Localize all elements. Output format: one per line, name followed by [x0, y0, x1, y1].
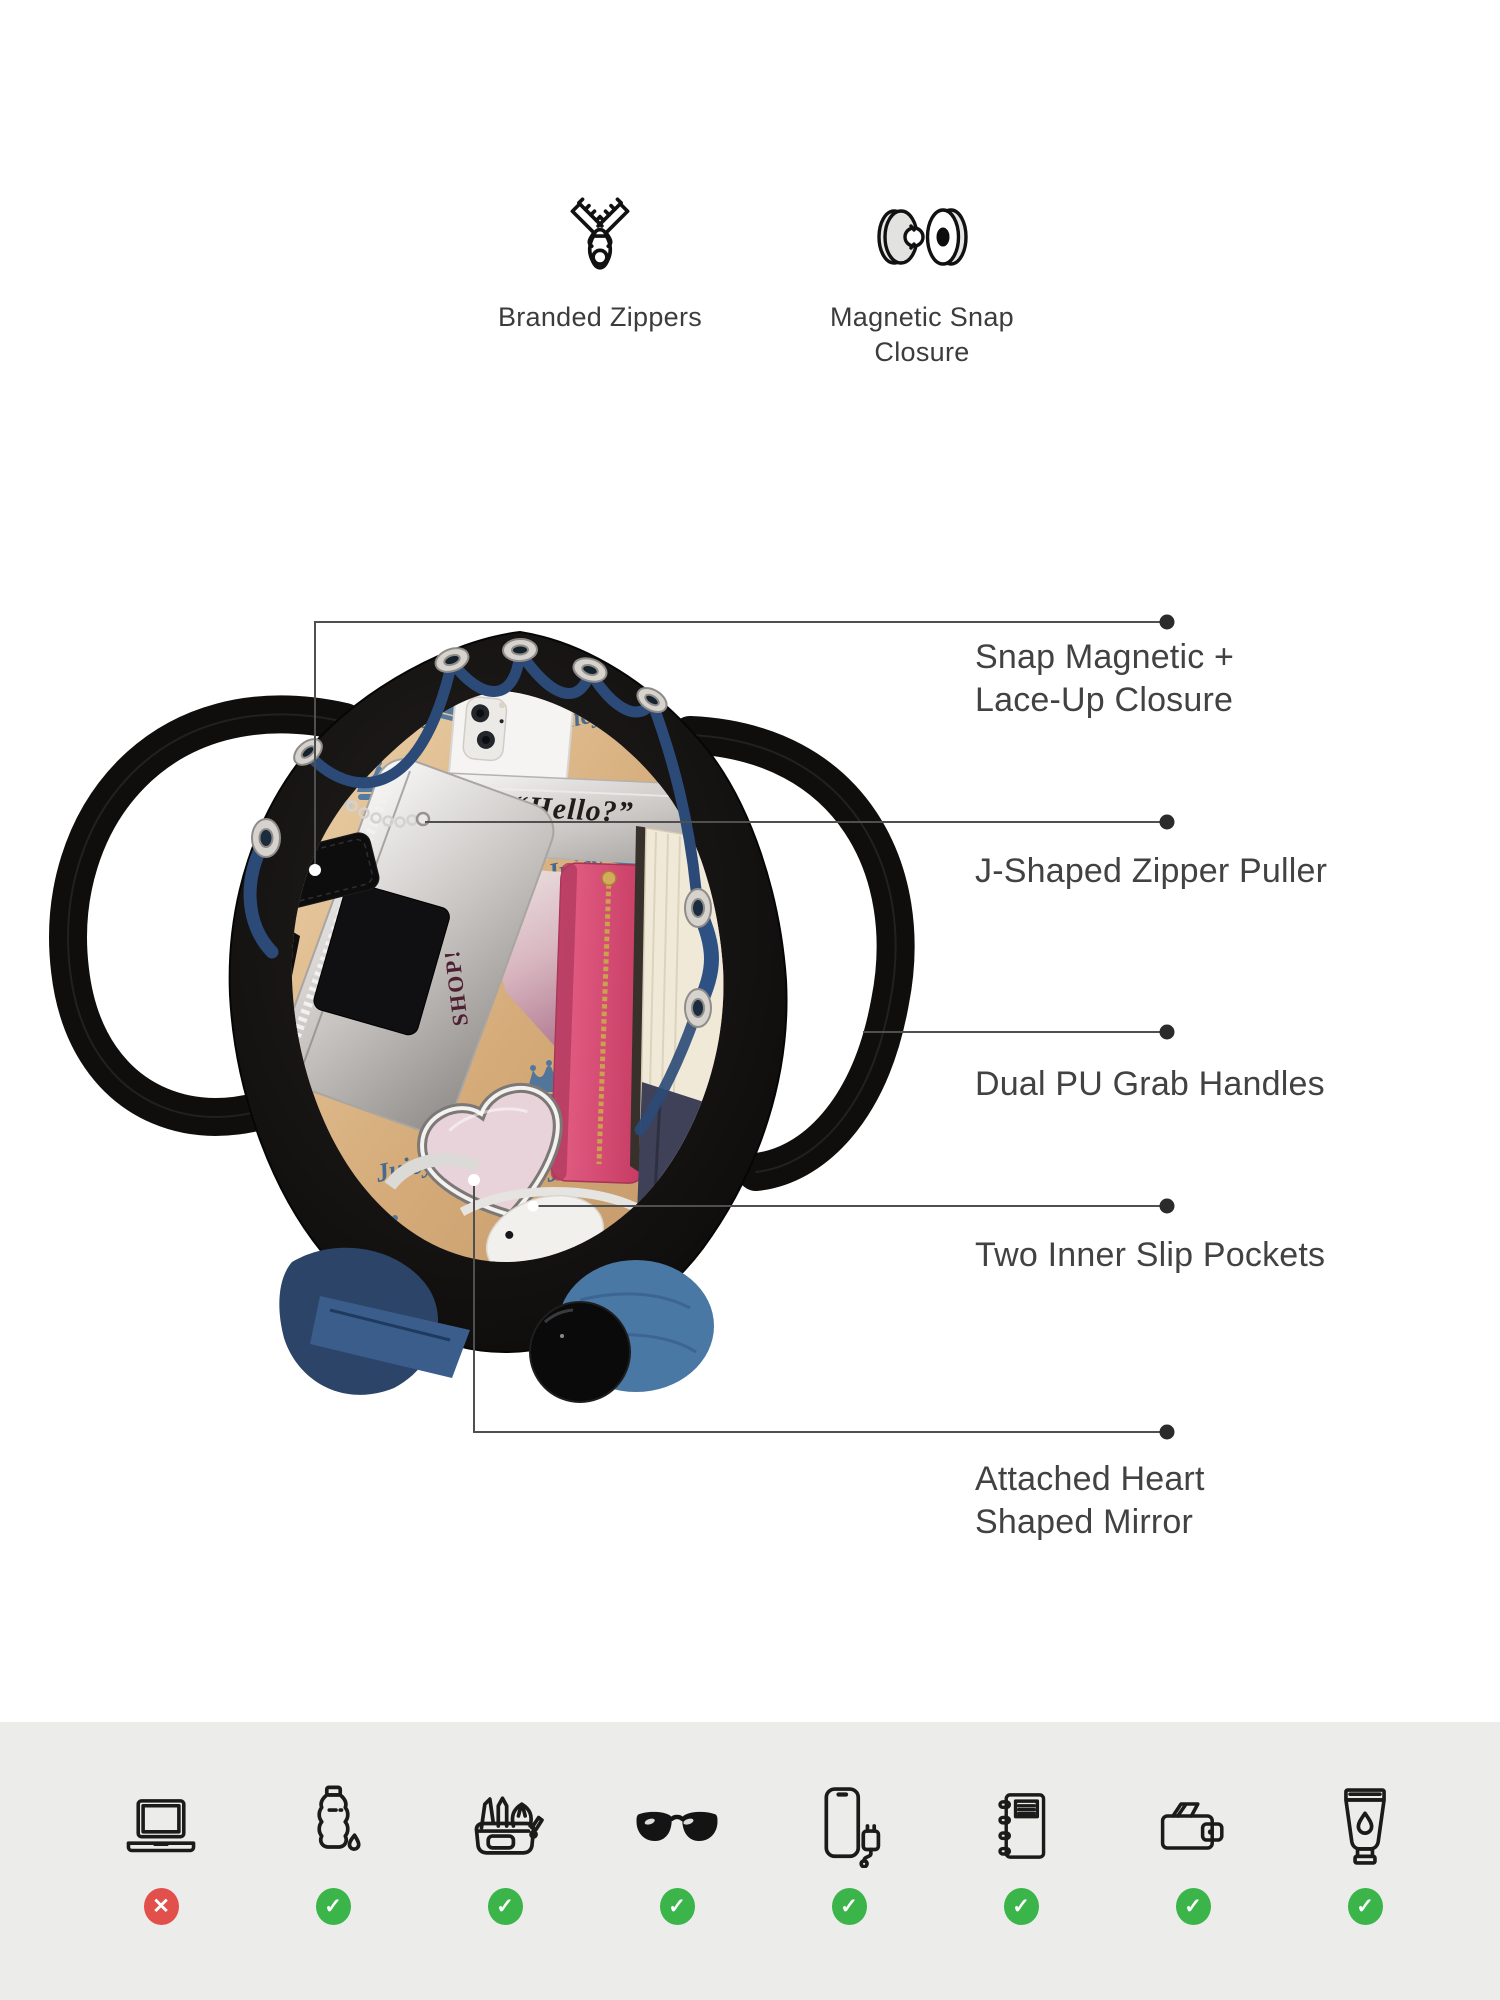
laptop-icon: [120, 1778, 202, 1874]
bag-photo: Juicy: [49, 630, 915, 1403]
status-badge: ✓: [1175, 1888, 1211, 1925]
capacity-item-wallet: ✓: [1126, 1778, 1260, 2000]
status-badge: ✓: [487, 1888, 523, 1925]
capacity-item-stationery-pouch: ✓: [438, 1778, 572, 2000]
check-icon: ✓: [840, 1895, 858, 1918]
notebook-icon: [986, 1778, 1056, 1874]
cross-icon: ✕: [152, 1895, 170, 1918]
status-badge: ✓: [831, 1888, 867, 1925]
check-icon: ✓: [1012, 1895, 1030, 1918]
check-icon: ✓: [1356, 1895, 1374, 1918]
status-badge: ✕: [143, 1888, 179, 1925]
capacity-bar: ✕ ✓: [0, 1722, 1500, 2000]
feature-branded-zippers: Branded Zippers: [440, 190, 760, 335]
callout-snap-magnetic-closure: Snap Magnetic + Lace-Up Closure: [975, 638, 1235, 720]
check-icon: ✓: [1184, 1895, 1202, 1918]
feature-label-branded-zippers: Branded Zippers: [497, 302, 703, 332]
status-badge: ✓: [315, 1888, 351, 1925]
capacity-item-notebook: ✓: [954, 1778, 1088, 2000]
cosmetic-tube-icon: [1336, 1778, 1394, 1874]
feature-label-magnetic-snap: Magnetic Snap Closure: [829, 302, 1014, 368]
feature-magnetic-snap: Magnetic Snap Closure: [762, 190, 1082, 370]
phone-with-charger-icon: [811, 1778, 887, 1874]
callout-j-shaped-zipper-puller: J-Shaped Zipper Puller: [975, 852, 1328, 890]
zipper-icon: [554, 190, 646, 284]
status-badge: ✓: [1003, 1888, 1039, 1925]
check-icon: ✓: [668, 1895, 686, 1918]
capacity-item-water-bottle: ✓: [266, 1778, 400, 2000]
grab-handle-left: [49, 695, 364, 1136]
round-lens: [529, 1301, 631, 1403]
check-icon: ✓: [496, 1895, 514, 1918]
status-badge: ✓: [1347, 1888, 1383, 1925]
card-holder: [313, 882, 450, 1036]
sunglasses-icon: [633, 1778, 721, 1874]
callout-two-inner-slip-pockets: Two Inner Slip Pockets: [975, 1236, 1326, 1274]
capacity-item-phone-charger: ✓: [782, 1778, 916, 2000]
check-icon: ✓: [324, 1895, 342, 1918]
magnetic-snap-icon: [867, 190, 977, 284]
callout-attached-heart-mirror: Attached Heart Shaped Mirror: [975, 1460, 1205, 1542]
capacity-item-cosmetic-tube: ✓: [1298, 1778, 1432, 2000]
pink-wallet: [550, 862, 656, 1184]
capacity-item-laptop: ✕: [94, 1778, 228, 2000]
capacity-item-sunglasses: ✓: [610, 1778, 744, 2000]
water-bottle-icon: [304, 1778, 363, 1874]
stationery-pouch-icon: [463, 1778, 547, 1874]
wallet-icon: [1153, 1778, 1233, 1874]
callout-dual-pu-grab-handles: Dual PU Grab Handles: [975, 1065, 1325, 1103]
status-badge: ✓: [659, 1888, 695, 1925]
